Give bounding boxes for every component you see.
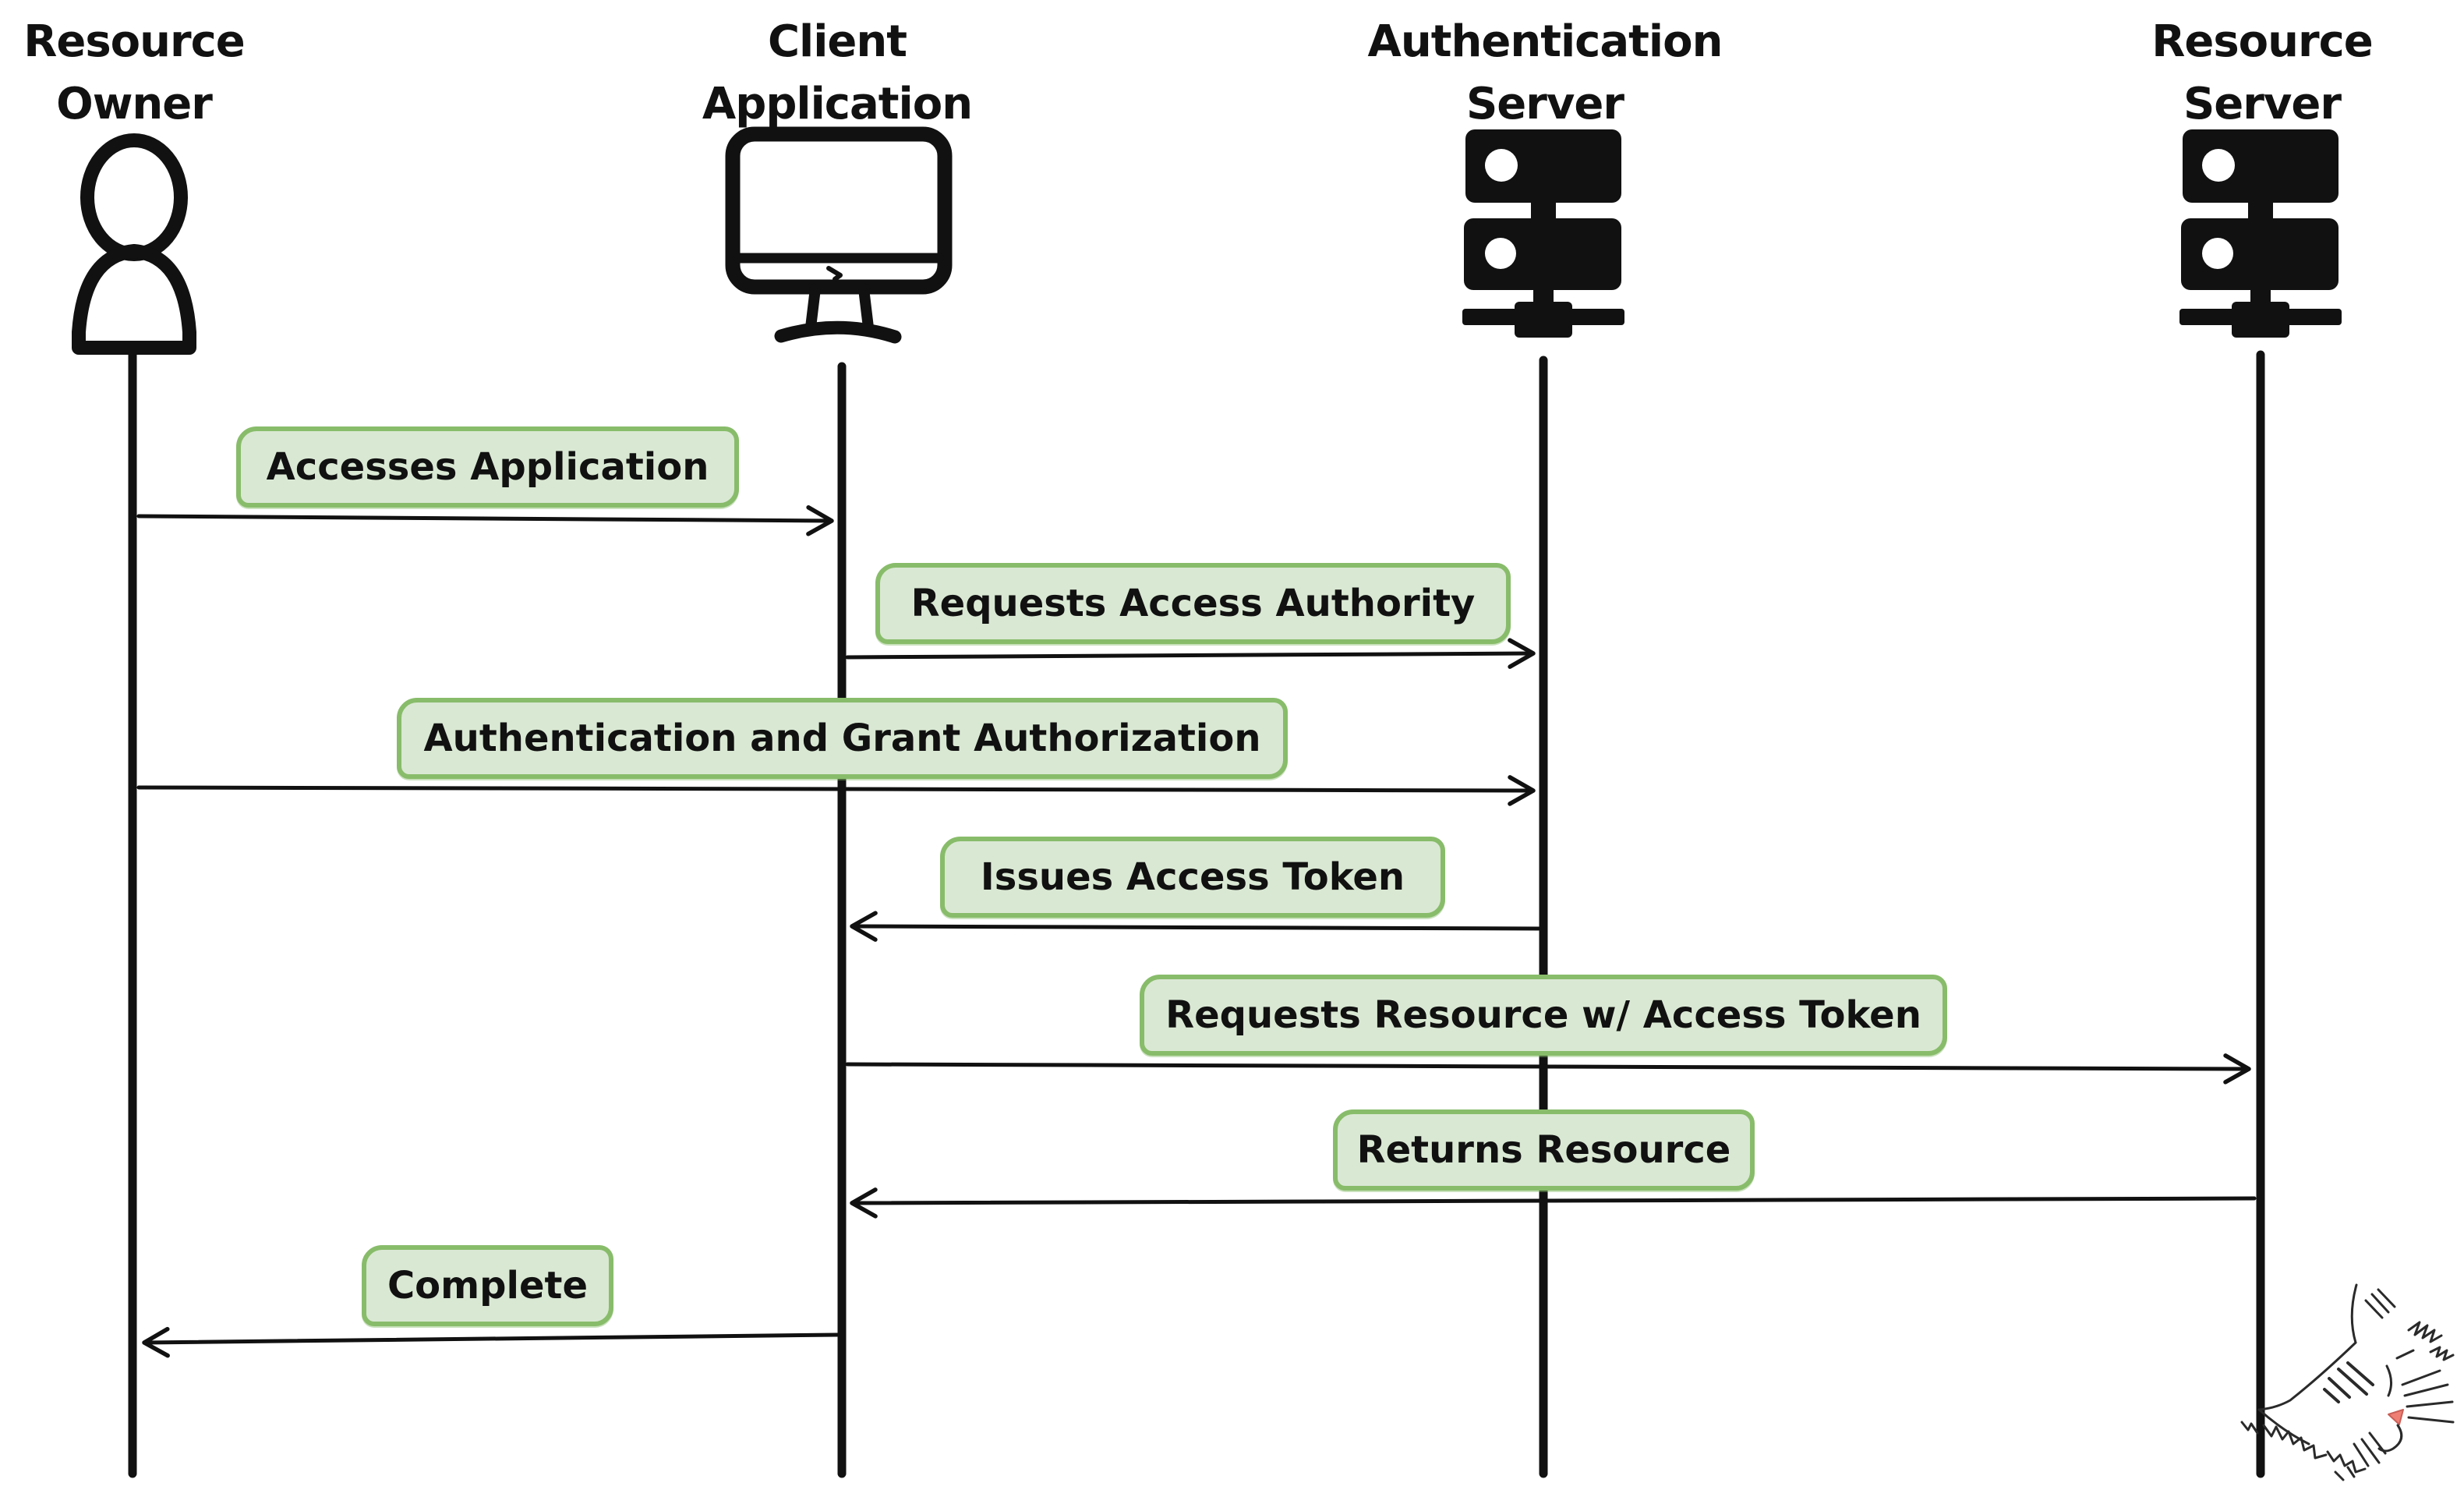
- lifelines: [128, 350, 2265, 1478]
- message-label-authentication-and-grant: Authentication and Grant Authorization: [397, 698, 1288, 779]
- actor-title-line: Application: [702, 78, 973, 129]
- arrow-returns-resource: [850, 1187, 2257, 1219]
- actor-title-line: Server: [1465, 78, 1624, 129]
- message-arrows: [136, 505, 2257, 1358]
- actor-title-line: Authentication: [1367, 16, 1723, 67]
- actor-title-line: Resource: [2151, 16, 2374, 67]
- actor-title-authentication-server: Authentication Server: [1368, 11, 1723, 135]
- message-label-complete: Complete: [362, 1245, 613, 1326]
- message-label-issues-access-token: Issues Access Token: [940, 837, 1445, 918]
- server-icon-resource: [2179, 129, 2342, 338]
- arrow-accesses-application: [136, 505, 834, 536]
- arrow-complete: [142, 1326, 840, 1358]
- message-label-returns-resource: Returns Resource: [1333, 1109, 1755, 1191]
- server-icon-authentication: [1462, 129, 1624, 338]
- actor-title-line: Resource: [23, 16, 246, 67]
- message-label-requests-access-authority: Requests Access Authority: [875, 563, 1511, 644]
- arrow-issues-access-token: [850, 911, 1541, 942]
- message-label-accesses-application: Accesses Application: [236, 426, 739, 508]
- monitor-icon: [725, 126, 953, 344]
- cat-doodle: [2240, 1283, 2455, 1481]
- arrow-requests-access-authority: [845, 638, 1536, 669]
- actor-title-line: Server: [2183, 78, 2342, 129]
- arrow-authentication-and-grant: [136, 775, 1536, 806]
- message-label-requests-resource: Requests Resource w/ Access Token: [1140, 975, 1947, 1056]
- actor-title-client-application: Client Application: [702, 11, 973, 135]
- actor-title-resource-owner: Resource Owner: [23, 11, 246, 135]
- person-icon: [72, 133, 196, 355]
- arrow-requests-resource: [845, 1053, 2251, 1085]
- actor-title-line: Client: [767, 16, 907, 67]
- actor-title-line: Owner: [56, 78, 213, 129]
- actor-title-resource-server: Resource Server: [2151, 11, 2374, 135]
